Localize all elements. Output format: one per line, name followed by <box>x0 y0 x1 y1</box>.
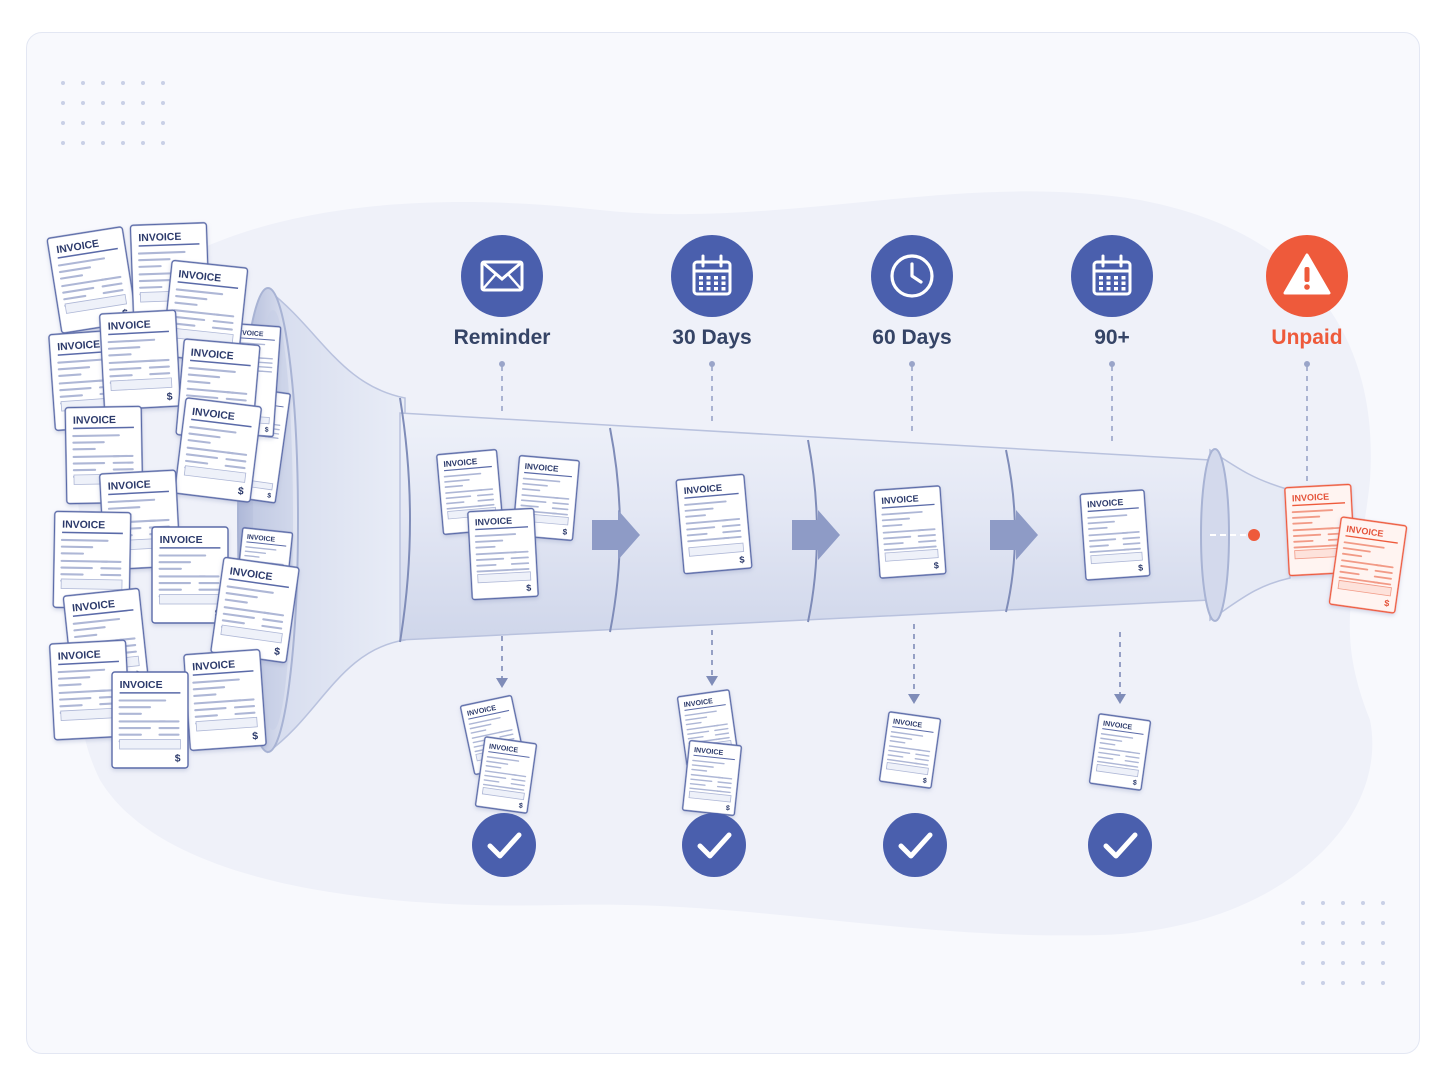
dot-grid-bottom-right <box>1286 894 1398 986</box>
invoice-title: INVOICE <box>443 457 478 469</box>
currency-mark: $ <box>1384 598 1390 609</box>
currency-mark: $ <box>265 427 269 434</box>
stage-icons <box>461 235 1348 317</box>
pile-invoice: INVOICE $ <box>183 648 267 752</box>
stage-label-60-days: 60 Days <box>872 326 952 349</box>
pile-invoice: INVOICE $ <box>174 397 262 503</box>
currency-mark: $ <box>922 777 927 785</box>
stage-invoice: INVOICE $ <box>467 507 539 601</box>
stage-invoice: INVOICE $ <box>675 473 753 575</box>
invoice-title: INVOICE <box>178 269 222 284</box>
invoice-title: INVOICE <box>247 534 276 544</box>
tube-ring-1 <box>399 397 411 643</box>
resolved-connector <box>501 624 1121 696</box>
resolved-invoice: INVOICE$ <box>1088 713 1152 791</box>
currency-mark: $ <box>934 560 940 570</box>
invoice-title: INVOICE <box>73 415 116 427</box>
invoice-title: INVOICE <box>524 462 559 474</box>
stage-label-reminder: Reminder <box>453 326 551 349</box>
envelope-icon <box>461 235 543 317</box>
currency-mark: $ <box>175 753 181 764</box>
pile-invoice: INVOICE$ <box>161 259 249 365</box>
calendar-icon <box>1071 235 1153 317</box>
currency-mark: $ <box>526 583 532 593</box>
stage-label-unpaid: Unpaid <box>1271 326 1343 349</box>
pile-invoice: INVOICE $ <box>98 309 182 411</box>
dot-grid-top-left <box>60 65 172 157</box>
currency-mark: $ <box>1132 779 1137 787</box>
currency-mark: $ <box>518 802 523 810</box>
stage-invoice: INVOICE $ <box>873 485 947 579</box>
invoice-title: INVOICE <box>120 680 163 691</box>
invoice-title: INVOICE <box>190 348 234 363</box>
currency-mark: $ <box>237 486 244 498</box>
currency-mark: $ <box>1138 563 1144 573</box>
invoice-title: INVOICE <box>62 520 105 532</box>
invoice-documents: INVOICE $ INVOICE $ INVOICE $ INVOICE $ INVOICE $… <box>46 222 1408 817</box>
invoice-title: INVOICE <box>192 659 236 673</box>
currency-mark: $ <box>252 731 259 742</box>
clock-icon <box>871 235 953 317</box>
calendar-icon <box>671 235 753 317</box>
resolved-invoice: INVOICE$ <box>474 736 538 814</box>
check-badge-icon <box>472 813 536 877</box>
invoice-title: INVOICE <box>1087 497 1124 510</box>
invoice-title: INVOICE <box>57 339 101 353</box>
flow-arrow <box>592 510 1038 560</box>
check-badge-icon <box>883 813 947 877</box>
stage-label-30-days: 30 Days <box>672 326 752 349</box>
pile-invoice: INVOICE $ <box>111 671 189 769</box>
stage-connector <box>501 366 1308 486</box>
currency-mark: $ <box>562 527 568 536</box>
stage-label-90-plus: 90+ <box>1094 326 1130 349</box>
unpaid-invoice: INVOICE$ <box>1328 516 1408 614</box>
currency-mark: $ <box>739 554 746 564</box>
invoice-title: INVOICE <box>475 516 513 528</box>
pile-invoice: INVOICE$ <box>210 556 300 664</box>
check-badge-icon <box>682 813 746 877</box>
currency-mark: $ <box>166 392 173 403</box>
invoice-title: INVOICE <box>58 650 101 663</box>
resolved-checks <box>472 813 1152 877</box>
pile-invoice: INVOICE$ <box>46 226 138 334</box>
check-badge-icon <box>1088 813 1152 877</box>
pile-invoice: INVOICE$ <box>52 510 132 610</box>
invoice-title: INVOICE <box>694 746 724 757</box>
resolved-invoice: INVOICE$ <box>878 711 942 789</box>
invoice-title: INVOICE <box>683 483 722 496</box>
currency-mark: $ <box>267 492 272 499</box>
invoice-title: INVOICE <box>108 320 151 333</box>
currency-mark: $ <box>273 646 280 658</box>
invoice-title: INVOICE <box>191 407 235 423</box>
pile-invoice: INVOICE$ <box>48 639 132 741</box>
invoice-title: INVOICE <box>160 535 203 546</box>
invoice-title: INVOICE <box>72 599 116 614</box>
stage-invoice: INVOICE $ <box>1079 489 1151 581</box>
invoice-title: INVOICE <box>881 493 919 506</box>
invoice-title: INVOICE <box>138 232 181 244</box>
warning-icon <box>1266 235 1348 317</box>
resolved-invoice: INVOICE $ <box>681 739 743 817</box>
currency-mark: $ <box>725 804 730 812</box>
nozzle-red-dot <box>1248 529 1260 541</box>
invoice-title: INVOICE <box>1292 492 1330 504</box>
invoice-title: INVOICE <box>108 480 151 493</box>
invoice-title: INVOICE <box>235 329 264 338</box>
